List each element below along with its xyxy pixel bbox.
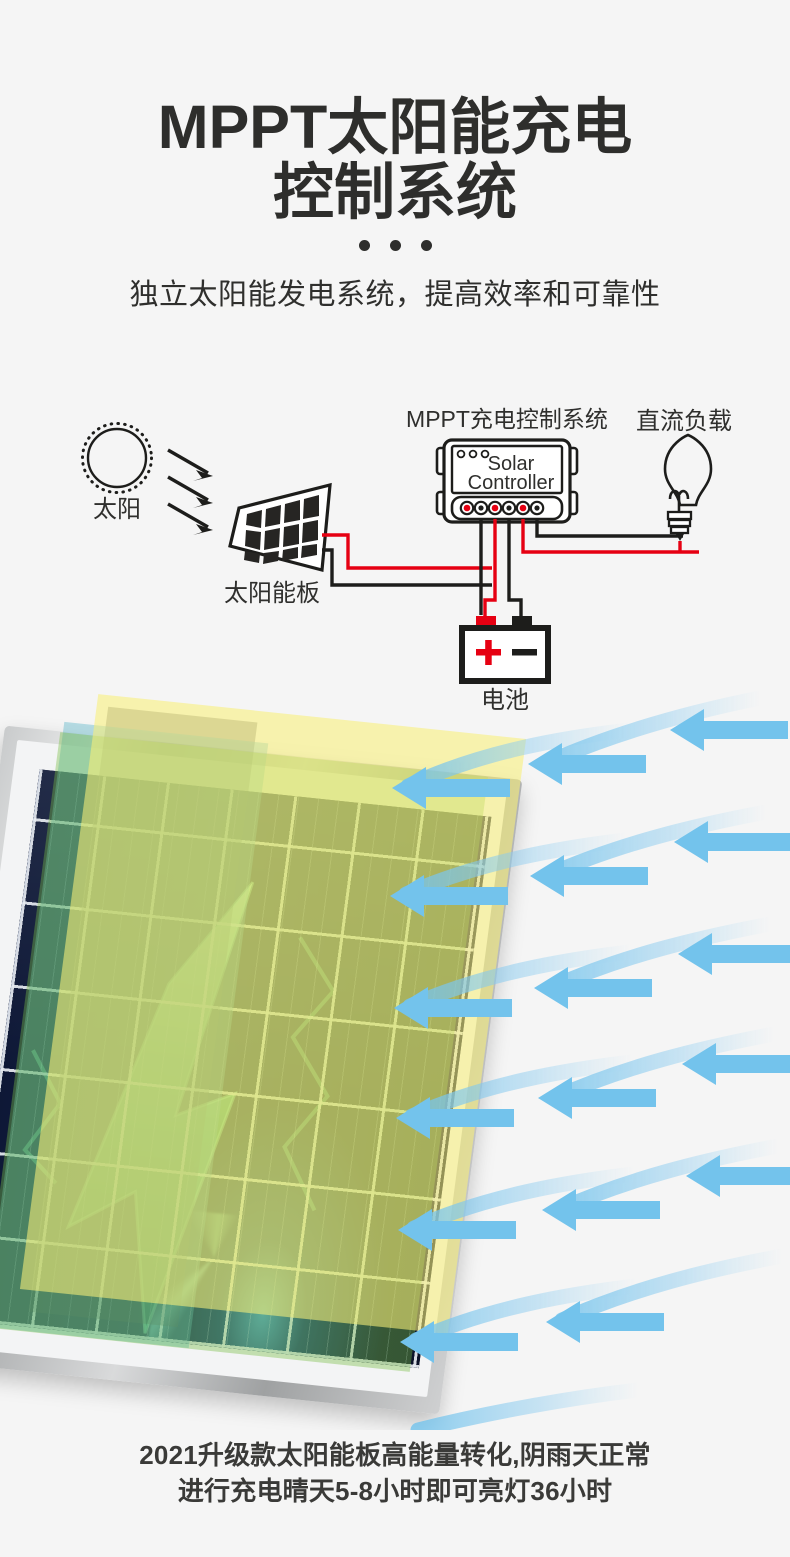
battery-icon: [459, 616, 551, 684]
light-bulb-icon: [663, 433, 713, 516]
battery-plus-icon: [476, 640, 501, 665]
page-title: MPPT太阳能充电 控制系统: [0, 0, 790, 226]
airflow-arrows: [330, 690, 790, 1430]
sun-icon: [81, 422, 153, 494]
wire-controller-to-load: [535, 519, 683, 538]
controller-indicator-leds-icon: [456, 449, 490, 459]
title-line-1: MPPT太阳能充电: [157, 93, 633, 161]
bulb-base-icon: [666, 510, 693, 541]
controller-terminals-icon: [459, 500, 545, 516]
dot-icon: [389, 239, 401, 251]
solar-panel-label: 太阳能板: [224, 580, 320, 607]
decorative-dots: [0, 239, 790, 251]
controller-brand-line-1: Solar: [488, 453, 535, 475]
controller-brand-line-2: Controller: [468, 472, 555, 494]
battery-label: 电池: [481, 687, 529, 714]
wire-load-return: [678, 541, 682, 552]
dot-icon: [358, 239, 370, 251]
title-line-2: 控制系统: [272, 158, 517, 227]
battery-minus-icon: [512, 649, 537, 656]
sun-ray-arrows-icon: [167, 448, 209, 529]
sun-label: 太阳: [93, 496, 141, 523]
wire-controller-to-battery: [479, 519, 699, 618]
dot-icon: [420, 239, 432, 251]
footer-caption: 2021升级款太阳能板高能量转化,阴雨天正常 进行充电晴天5-8小时即可亮灯36…: [0, 1437, 790, 1510]
page-subtitle: 独立太阳能发电系统，提高效率和可靠性: [129, 278, 661, 311]
solar-panel-icon: [228, 482, 332, 573]
solar-panel-photo: [0, 690, 790, 1430]
wire-panel-to-controller: [322, 533, 492, 587]
controller-title-label: MPPT充电控制系统: [406, 406, 608, 432]
dc-load-label: 直流负载: [636, 408, 732, 435]
system-wiring-diagram: 太阳: [0, 400, 790, 720]
charge-controller-icon: [435, 438, 579, 524]
caption-line-1: 2021升级款太阳能板高能量转化,阴雨天正常: [139, 1440, 651, 1470]
sun-ray-arrowheads-icon: [193, 470, 213, 535]
caption-line-2: 进行充电晴天5-8小时即可亮灯36小时: [177, 1476, 613, 1507]
header: MPPT太阳能充电 控制系统 独立太阳能发电系统，提高效率和可靠性: [0, 0, 790, 313]
